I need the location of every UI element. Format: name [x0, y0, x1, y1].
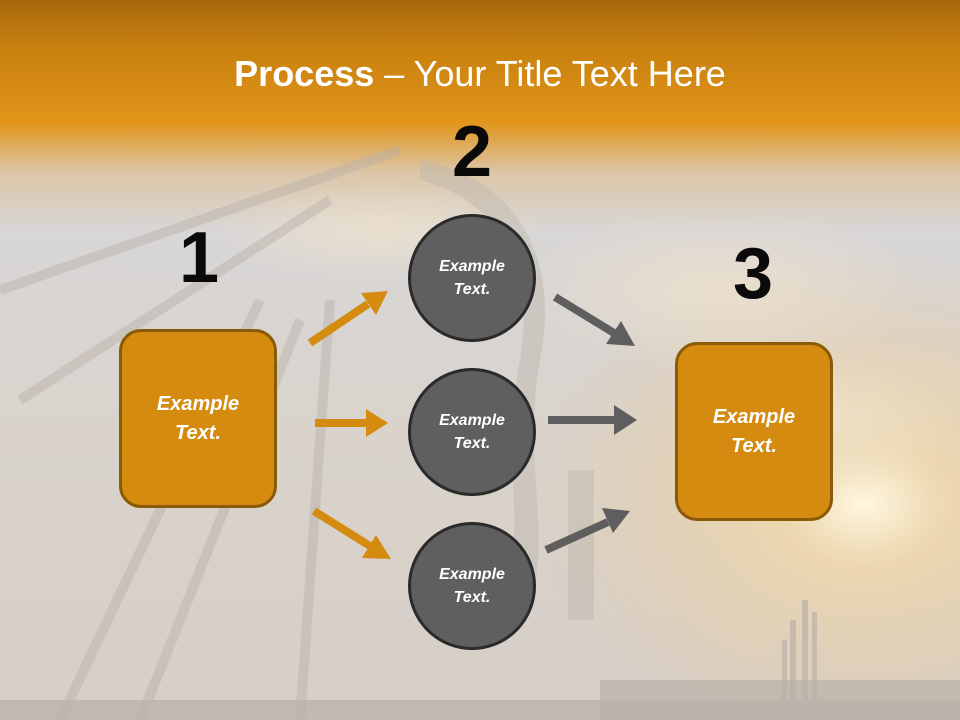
- circle-top: Example Text.: [408, 214, 536, 342]
- step-number-2: 2: [451, 112, 493, 192]
- circle-middle-text: Example Text.: [439, 412, 505, 452]
- arrow-left-to-bottom-icon: [311, 507, 391, 559]
- slide-title: Process – Your Title Text Here: [0, 52, 960, 96]
- circle-middle: Example Text.: [408, 368, 536, 496]
- arrow-left-to-top-icon: [307, 291, 388, 347]
- right-box-text: Example Text.: [712, 405, 796, 457]
- circle-bottom: Example Text.: [408, 522, 536, 650]
- title-bold-word: Process: [234, 53, 375, 94]
- step-number-1: 1: [178, 218, 220, 298]
- arrow-top-to-right-icon: [552, 293, 635, 346]
- arrow-middle-to-right-icon: [548, 405, 637, 435]
- left-box-text: Example Text.: [156, 392, 240, 444]
- title-rest-text: – Your Title Text Here: [374, 53, 726, 94]
- circle-top-text: Example Text.: [439, 258, 505, 298]
- circle-bottom-text: Example Text.: [439, 566, 505, 606]
- left-example-box: Example Text.: [119, 329, 277, 508]
- step-number-3: 3: [732, 234, 774, 314]
- arrow-bottom-to-right-icon: [544, 508, 630, 554]
- arrow-left-to-middle-icon: [315, 409, 388, 437]
- right-example-box: Example Text.: [675, 342, 833, 521]
